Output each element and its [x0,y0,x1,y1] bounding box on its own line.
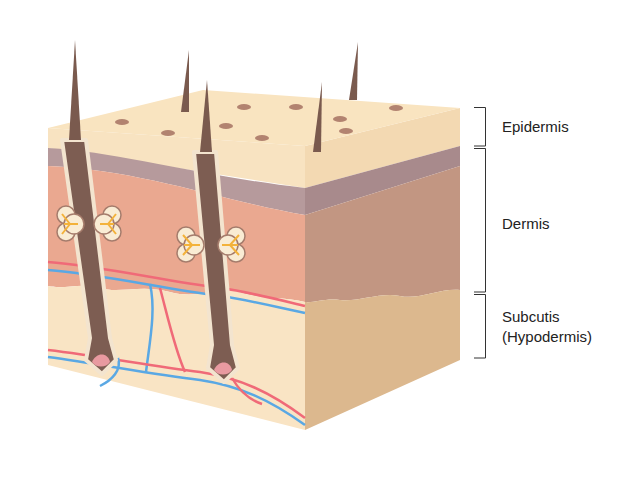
hair-follicle [177,80,245,382]
layer-label: Epidermis [502,117,632,137]
right-dermis [305,166,460,302]
pores [115,104,403,141]
layer-brackets [474,108,486,359]
hair-follicle [57,40,121,374]
right-subcutis [305,290,460,430]
layer-label: Dermis [502,214,632,234]
surface-hairs [181,42,358,152]
layer-label: Subcutis (Hypodermis) [502,307,630,347]
